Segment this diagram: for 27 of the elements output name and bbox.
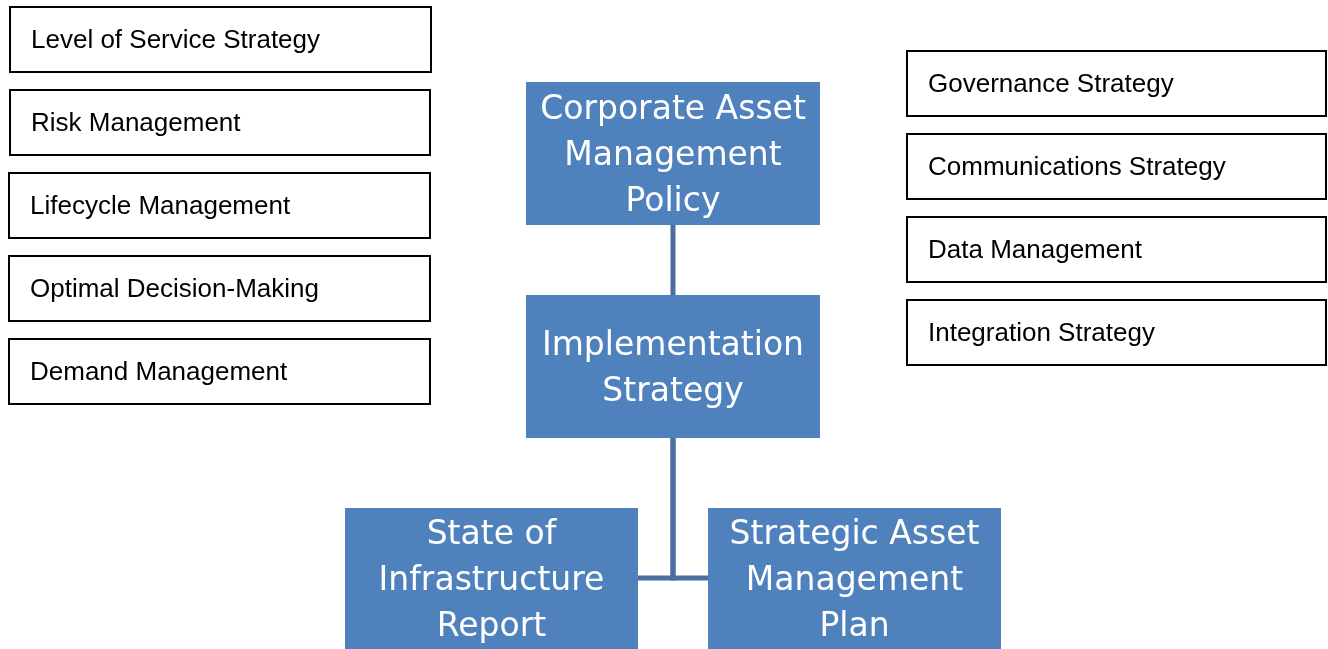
strategy-box [906,50,1327,117]
process-box [708,508,1001,649]
box-label: Optimal Decision-Making [30,273,319,304]
box-label: Governance Strategy [928,68,1174,99]
box-label: Risk Management [31,107,241,138]
box-label: Demand Management [30,356,288,387]
box-label: Strategic Asset Management Plan [728,511,981,646]
box-label: Implementation Strategy [540,322,805,411]
strategy-box [9,89,431,156]
box-label: Data Management [928,234,1142,265]
strategy-box [906,133,1327,200]
connector-line [670,225,676,295]
strategy-box [8,172,431,239]
strategy-box [906,216,1327,283]
box-label: Lifecycle Management [30,190,291,221]
strategy-box [8,338,431,405]
strategy-box [906,299,1327,366]
process-box [526,295,820,438]
box-label: Corporate Asset Management Policy [539,86,807,221]
box-label: Level of Service Strategy [31,24,321,55]
process-box [345,508,638,649]
strategy-box [9,6,432,73]
box-label: State of Infrastructure Report [377,511,606,646]
connector-line [670,438,708,581]
box-label: Integration Strategy [928,317,1155,348]
box-label: Communications Strategy [928,151,1226,182]
strategy-box [8,255,431,322]
